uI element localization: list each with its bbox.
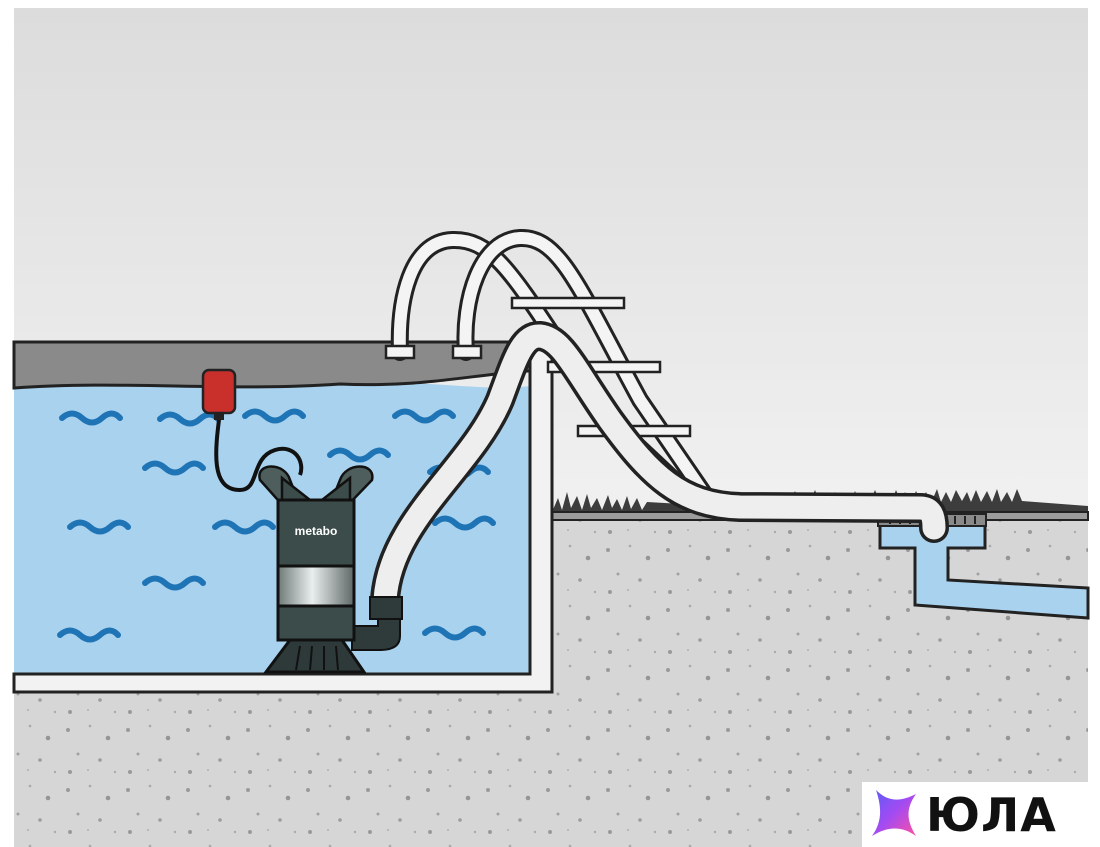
water-waves — [57, 408, 496, 643]
watermark-text: ЮЛА — [926, 788, 1057, 842]
submersible-pump — [258, 465, 374, 674]
float-switch-cable — [214, 411, 304, 493]
ground — [14, 515, 1088, 847]
watermark: ЮЛА — [862, 782, 1100, 847]
float-switch — [201, 368, 237, 420]
discharge-hose — [370, 321, 949, 615]
yula-star-logo-icon — [872, 790, 916, 836]
pump-brand-label: metabo — [295, 524, 338, 538]
hose-connector — [351, 596, 403, 651]
